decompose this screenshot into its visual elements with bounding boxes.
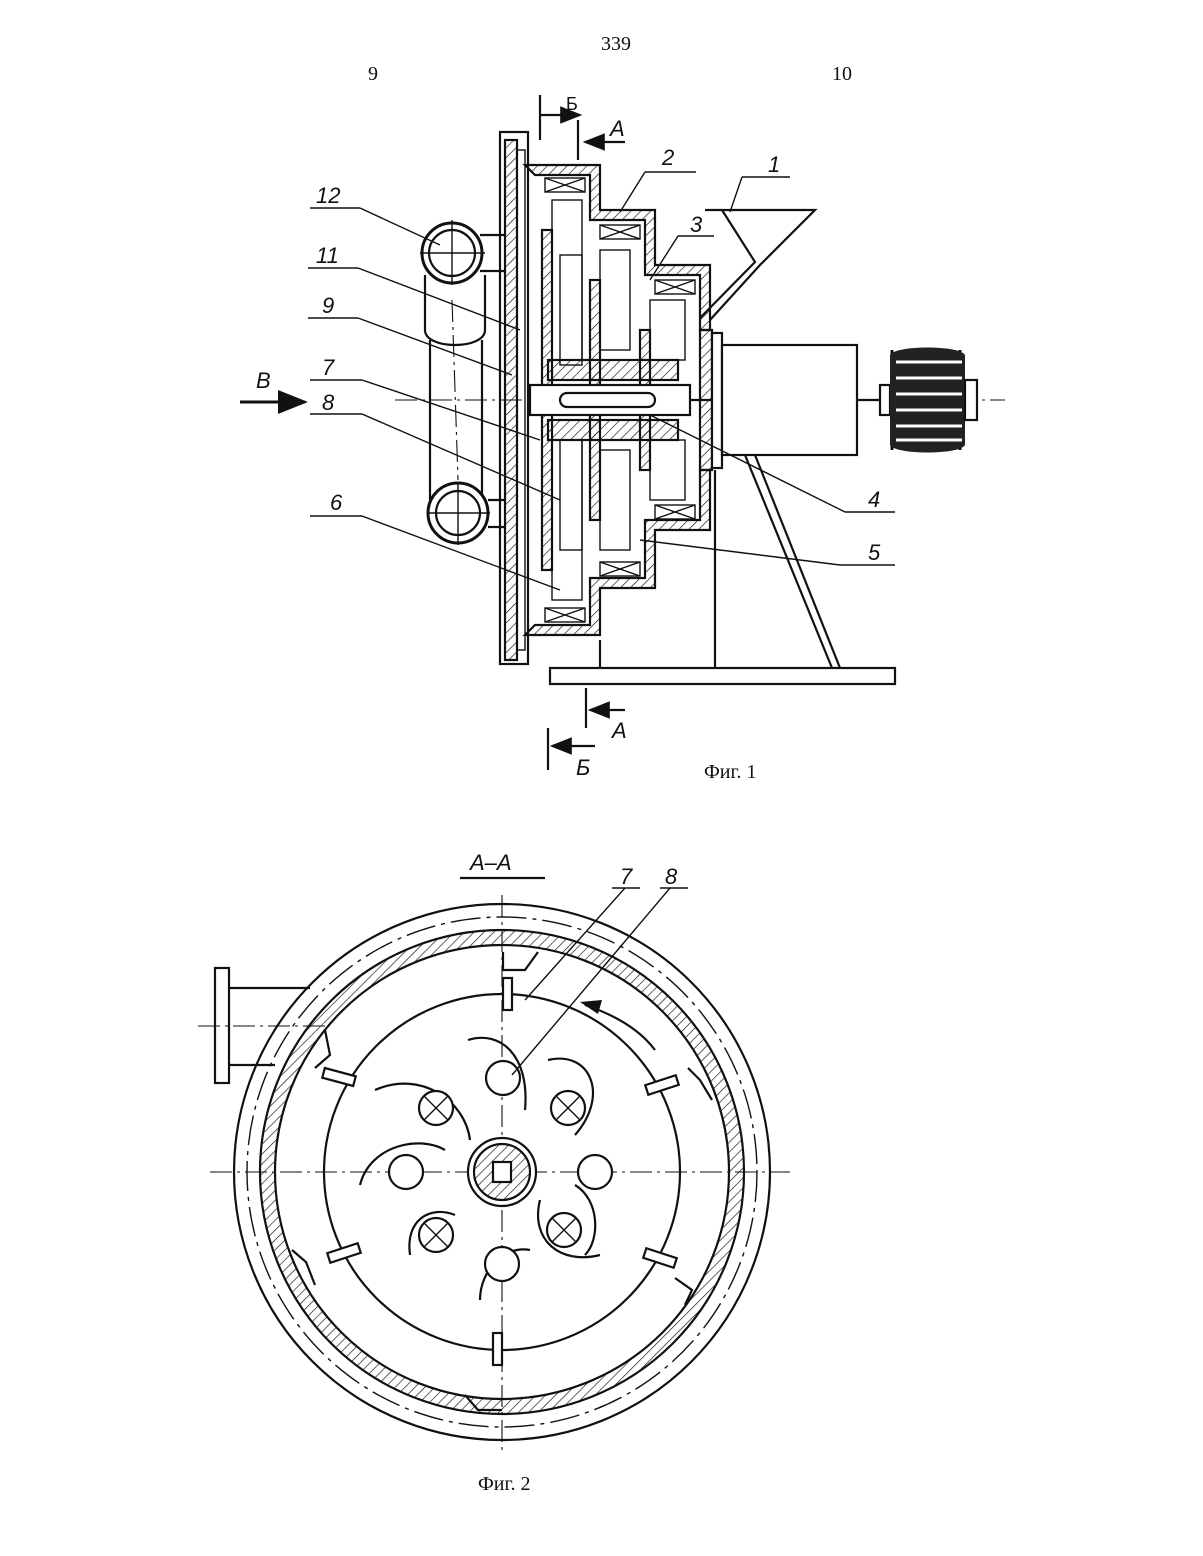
callout-8: 8 bbox=[322, 390, 335, 415]
callout-2: 2 bbox=[661, 145, 674, 170]
fig2-leaders bbox=[512, 888, 688, 1075]
callout-11: 11 bbox=[316, 243, 339, 268]
fig1-inlet-arrow: В bbox=[240, 368, 305, 402]
section-mark-a-top: А bbox=[608, 116, 625, 141]
fig1-drive bbox=[712, 333, 977, 468]
callout-12: 12 bbox=[316, 183, 340, 208]
callout-4: 4 bbox=[868, 487, 880, 512]
figure-2: А–А bbox=[198, 850, 790, 1495]
fig1-pipes bbox=[420, 220, 505, 545]
section-mark-b-top: Б bbox=[566, 94, 578, 114]
callout-7: 7 bbox=[322, 355, 335, 380]
callout-5: 5 bbox=[868, 540, 881, 565]
callout-3: 3 bbox=[690, 212, 703, 237]
section-mark-a-bottom: А bbox=[610, 718, 627, 743]
fig1-section-marks-bottom: А Б bbox=[548, 688, 627, 780]
fig2-callout-8: 8 bbox=[665, 864, 678, 889]
figure-2-caption: Фиг. 2 bbox=[478, 1473, 530, 1495]
fig2-rotation-arrowhead bbox=[580, 1000, 602, 1014]
fig1-hopper bbox=[700, 210, 815, 320]
fig1-section-marks-top: Б А bbox=[540, 94, 625, 160]
figure-1: Б А А Б bbox=[240, 94, 1005, 783]
fig1-stand bbox=[550, 455, 895, 684]
fig1-front-plate bbox=[500, 132, 528, 664]
arrow-label-v: В bbox=[256, 368, 271, 393]
fig2-callout-7: 7 bbox=[620, 864, 633, 889]
callout-1: 1 bbox=[768, 152, 780, 177]
callout-6: 6 bbox=[330, 490, 343, 515]
section-mark-b-bottom: Б bbox=[576, 755, 590, 780]
section-title-a-a: А–А bbox=[468, 850, 512, 875]
fig2-shaft bbox=[468, 1138, 536, 1206]
callout-9: 9 bbox=[322, 293, 334, 318]
figure-1-caption: Фиг. 1 bbox=[704, 761, 756, 783]
